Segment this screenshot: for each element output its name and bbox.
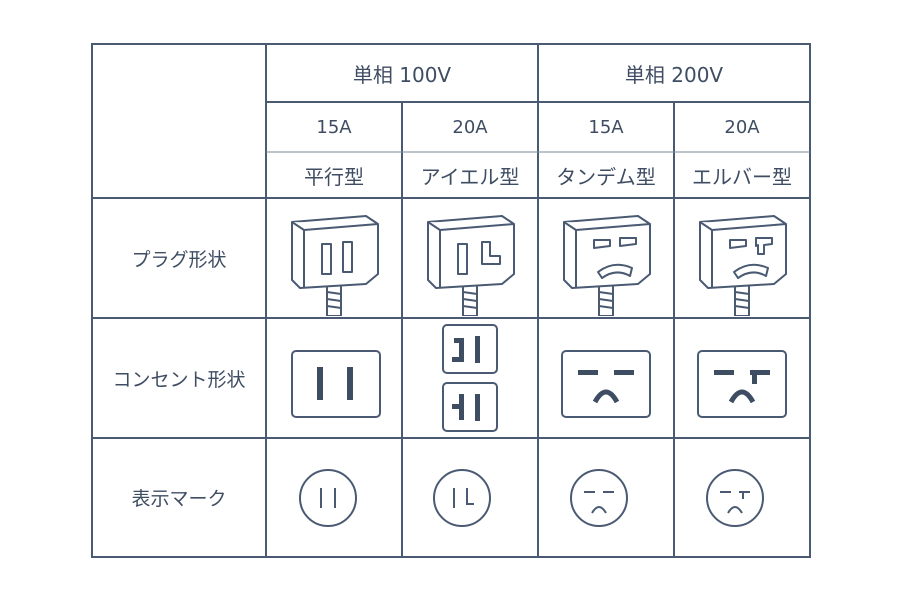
row-label-plug: プラグ形状 [131,248,227,271]
type-label-col1: 平行型 [304,164,364,189]
i-l-plug-icon [427,215,515,316]
parallel-plug-icon [291,215,379,316]
amp-label-col1: 15A [316,116,352,138]
parallel-mark-icon [299,469,357,527]
i-l-mark-icon [433,469,491,527]
type-label-col3: タンデム型 [556,164,656,189]
tandem-mark-icon [570,469,628,527]
row-label-mark: 表示マーク [131,488,227,510]
l-bar-plug-icon [699,215,787,316]
tandem-plug-icon [563,215,651,316]
type-label-col4: エルバー型 [692,164,792,189]
row-label-outlet: コンセント形状 [112,368,246,391]
i-l-outlet-icon-bottom [442,382,498,432]
i-l-outlet-icon-top [442,324,498,374]
l-bar-outlet-icon [697,350,787,418]
parallel-outlet-icon [291,350,381,418]
amp-label-col4: 20A [724,116,760,138]
header-single-phase-200v: 単相 200V [624,62,724,87]
type-label-col2: アイエル型 [420,164,520,189]
amp-label-col2: 20A [452,116,488,138]
l-bar-mark-icon [706,469,764,527]
header-single-phase-100v: 単相 100V [352,62,452,87]
amp-label-col3: 15A [588,116,624,138]
tandem-outlet-icon [561,350,651,418]
